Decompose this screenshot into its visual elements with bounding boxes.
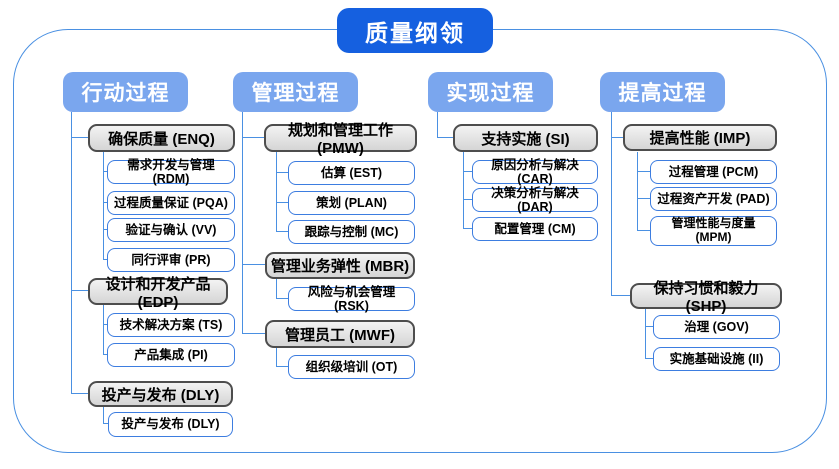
node-ts: 技术解决方案 (TS) bbox=[107, 313, 235, 337]
connector bbox=[71, 393, 88, 394]
connector bbox=[463, 228, 472, 229]
column-header-implementation-process: 实现过程 bbox=[428, 72, 553, 112]
node-ii: 实施基础设施 (II) bbox=[653, 347, 780, 371]
connector bbox=[103, 202, 108, 203]
node-gov: 治理 (GOV) bbox=[653, 315, 780, 339]
connector bbox=[637, 152, 638, 231]
node-enq: 确保质量 (ENQ) bbox=[88, 124, 235, 152]
node-dly: 投产与发布 (DLY) bbox=[88, 381, 233, 407]
connector bbox=[437, 112, 438, 138]
connector bbox=[242, 112, 243, 334]
connector bbox=[242, 137, 264, 138]
node-dar: 决策分析与解决 (DAR) bbox=[472, 186, 598, 214]
node-pcm: 过程管理 (PCM) bbox=[650, 160, 777, 184]
connector bbox=[276, 298, 288, 299]
node-vv: 验证与确认 (VV) bbox=[107, 218, 235, 242]
connector bbox=[103, 324, 108, 325]
connector bbox=[276, 152, 277, 232]
node-est: 估算 (EST) bbox=[288, 161, 415, 185]
connector bbox=[645, 326, 653, 327]
node-mbr: 管理业务弹性 (MBR) bbox=[265, 252, 415, 279]
connector bbox=[242, 333, 265, 334]
node-pi: 产品集成 (PI) bbox=[107, 343, 235, 367]
connector bbox=[645, 309, 646, 359]
connector bbox=[463, 152, 464, 229]
node-pr: 同行评审 (PR) bbox=[107, 248, 235, 272]
node-rdm: 需求开发与管理 (RDM) bbox=[107, 158, 235, 186]
connector bbox=[276, 202, 288, 203]
connector bbox=[276, 366, 288, 367]
node-plan: 策划 (PLAN) bbox=[288, 191, 415, 215]
node-ot: 组织级培训 (OT) bbox=[288, 355, 415, 379]
node-pad: 过程资产开发 (PAD) bbox=[650, 187, 777, 211]
node-dly-child: 投产与发布 (DLY) bbox=[108, 412, 233, 437]
node-mpm: 管理性能与度量 (MPM) bbox=[650, 216, 777, 246]
connector bbox=[276, 231, 288, 232]
connector bbox=[276, 279, 277, 299]
node-edp: 设计和开发产品 (EDP) bbox=[88, 276, 228, 311]
connector bbox=[103, 171, 108, 172]
connector bbox=[103, 229, 108, 230]
node-mc: 跟踪与控制 (MC) bbox=[288, 220, 415, 244]
connector bbox=[611, 295, 630, 296]
connector bbox=[71, 290, 88, 291]
node-mwf: 管理员工 (MWF) bbox=[265, 320, 415, 348]
connector bbox=[103, 423, 109, 424]
column-header-improvement-process: 提高过程 bbox=[600, 72, 725, 112]
connector bbox=[103, 407, 104, 424]
connector bbox=[463, 171, 472, 172]
column-header-management-process: 管理过程 bbox=[233, 72, 358, 112]
connector bbox=[637, 230, 650, 231]
connector bbox=[103, 354, 108, 355]
node-car: 原因分析与解决 (CAR) bbox=[472, 158, 598, 186]
connector bbox=[637, 198, 650, 199]
connector bbox=[242, 264, 265, 265]
column-header-action-process: 行动过程 bbox=[63, 72, 188, 112]
connector bbox=[71, 112, 72, 394]
connector bbox=[276, 172, 288, 173]
connector bbox=[611, 137, 623, 138]
node-cm: 配置管理 (CM) bbox=[472, 217, 598, 241]
node-pmw: 规划和管理工作 (PMW) bbox=[264, 122, 417, 157]
connector bbox=[276, 348, 277, 367]
connector bbox=[71, 137, 88, 138]
connector bbox=[103, 259, 108, 260]
connector bbox=[103, 152, 104, 260]
connector bbox=[103, 305, 104, 355]
connector bbox=[437, 137, 453, 138]
node-shp: 保持习惯和毅力 (SHP) bbox=[630, 280, 782, 315]
connector bbox=[637, 171, 650, 172]
node-pqa: 过程质量保证 (PQA) bbox=[107, 191, 235, 215]
node-si: 支持实施 (SI) bbox=[453, 124, 598, 152]
node-rsk: 风险与机会管理 (RSK) bbox=[288, 285, 415, 313]
node-imp: 提高性能 (IMP) bbox=[623, 124, 777, 151]
connector bbox=[611, 112, 612, 296]
diagram-title: 质量纲领 bbox=[337, 8, 493, 53]
connector bbox=[463, 199, 472, 200]
connector bbox=[645, 358, 653, 359]
